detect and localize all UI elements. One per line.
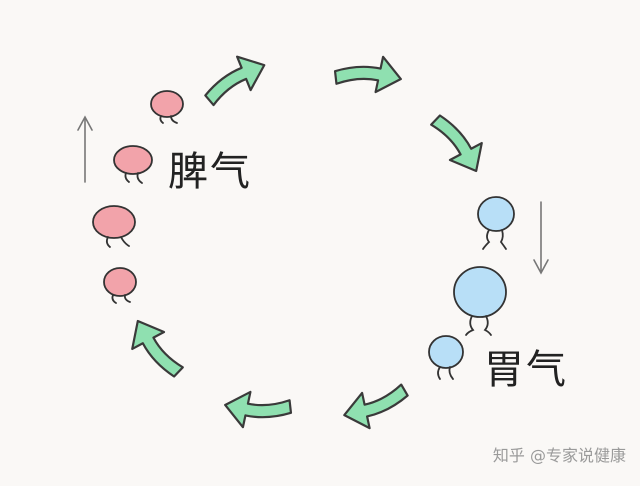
stomach-blob-icon — [477, 196, 515, 250]
down-arrow-icon — [533, 201, 549, 275]
flow-arrow-bottom-left-icon — [220, 386, 295, 438]
stomach-qi-label: 胃气 — [484, 347, 568, 393]
watermark: 知乎 @专家说健康 — [492, 446, 626, 465]
flow-arrow-right-icon — [428, 103, 494, 181]
stomach-blob-icon — [428, 335, 464, 380]
spleen-blob-icon — [92, 205, 136, 248]
flow-arrow-top-right-icon — [331, 46, 406, 98]
flow-arrow-bottom-right-icon — [339, 382, 414, 434]
flow-arrow-top-left-icon — [195, 47, 273, 108]
stomach-blob-icon — [453, 266, 507, 336]
spleen-qi-label: 脾气 — [168, 149, 252, 195]
spleen-blob-icon — [113, 145, 153, 184]
spleen-blob-icon — [150, 90, 184, 124]
up-arrow-icon — [77, 115, 93, 183]
spleen-blob-icon — [103, 267, 137, 304]
flow-arrow-left-icon — [120, 311, 186, 389]
